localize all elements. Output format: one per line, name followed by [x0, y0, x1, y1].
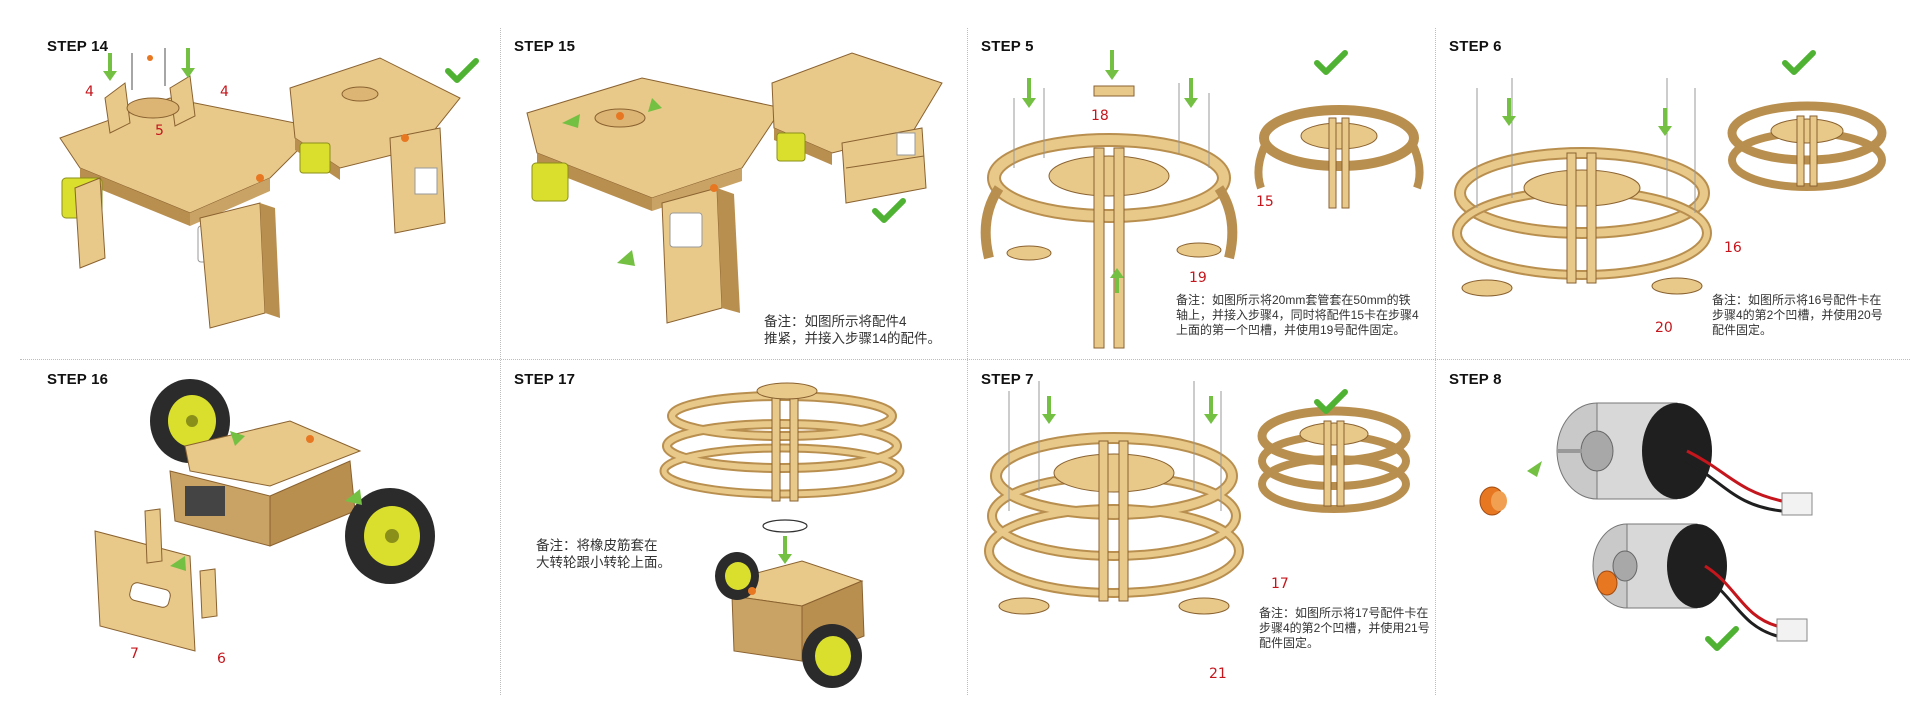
step-panel-8: STEP 8 [1437, 361, 1910, 701]
step-panel-17: STEP 17 备注：将橡皮筋套在 大转轮跟小转轮上面。 [502, 361, 965, 701]
step-panel-14: STEP 14 [20, 28, 498, 358]
step-title: STEP 8 [1449, 371, 1502, 388]
chassis-assembly-illustration [59, 48, 461, 329]
part-callout: 19 [1189, 270, 1207, 286]
step-panel-16: STEP 16 7 6 [20, 361, 498, 701]
chassis-side-plates-illustration [526, 52, 943, 324]
part-callout: 4 [220, 84, 229, 100]
step-panel-6: STEP 6 1 [1437, 28, 1910, 358]
check-icon [1314, 389, 1348, 414]
check-icon [1314, 50, 1348, 75]
dome-frame-illustration [980, 50, 1424, 349]
check-icon [1782, 50, 1816, 75]
wheels-assembly-illustration [94, 379, 435, 652]
step-panel-7: STEP 7 [969, 361, 1433, 701]
part-callout: 16 [1724, 240, 1742, 256]
part-callout: 7 [130, 646, 139, 662]
column-divider [967, 28, 968, 695]
motor-gear-illustration [1479, 402, 1813, 642]
check-icon [1705, 626, 1739, 651]
part-callout: 20 [1655, 320, 1673, 336]
check-icon [445, 58, 479, 83]
step-panel-5: STEP 5 [969, 28, 1433, 358]
step-title: STEP 6 [1449, 38, 1502, 55]
step-note: 备注：如图所示将配件4 推紧，并接入步骤14的配件。 [764, 314, 942, 346]
part-callout: 4 [85, 84, 94, 100]
step-title: STEP 7 [981, 371, 1034, 388]
step-panel-15: STEP 15 备注：如图所示将配件4 推紧 [502, 28, 965, 358]
column-divider [500, 28, 501, 695]
part-callout: 5 [155, 123, 164, 139]
step-note: 备注：将橡皮筋套在 大转轮跟小转轮上面。 [536, 538, 671, 570]
column-divider [1435, 28, 1436, 695]
part-callout: 15 [1256, 194, 1274, 210]
dome-second-ring-illustration [1452, 78, 1887, 297]
step-title: STEP 5 [981, 38, 1034, 55]
part-callout: 21 [1209, 666, 1227, 682]
step-note: 备注：如图所示将16号配件卡在 步骤4的第2个凹槽，并使用20号 配件固定。 [1712, 293, 1883, 337]
step-title: STEP 17 [514, 371, 576, 388]
check-icon [872, 198, 906, 223]
step-title: STEP 14 [47, 38, 109, 55]
row-divider [20, 359, 1910, 360]
step-title: STEP 15 [514, 38, 576, 55]
part-callout: 6 [217, 651, 226, 667]
step-note: 备注：如图所示将20mm套管套在50mm的铁 轴上，并接入步骤4，同时将配件15… [1176, 293, 1419, 337]
part-callout: 17 [1271, 576, 1289, 592]
part-callout: 18 [1091, 108, 1109, 124]
dome-third-ring-illustration [984, 381, 1411, 615]
dome-and-car-illustration [659, 382, 905, 688]
step-title: STEP 16 [47, 371, 109, 388]
step-note: 备注：如图所示将17号配件卡在 步骤4的第2个凹槽，并使用21号 配件固定。 [1259, 606, 1430, 650]
